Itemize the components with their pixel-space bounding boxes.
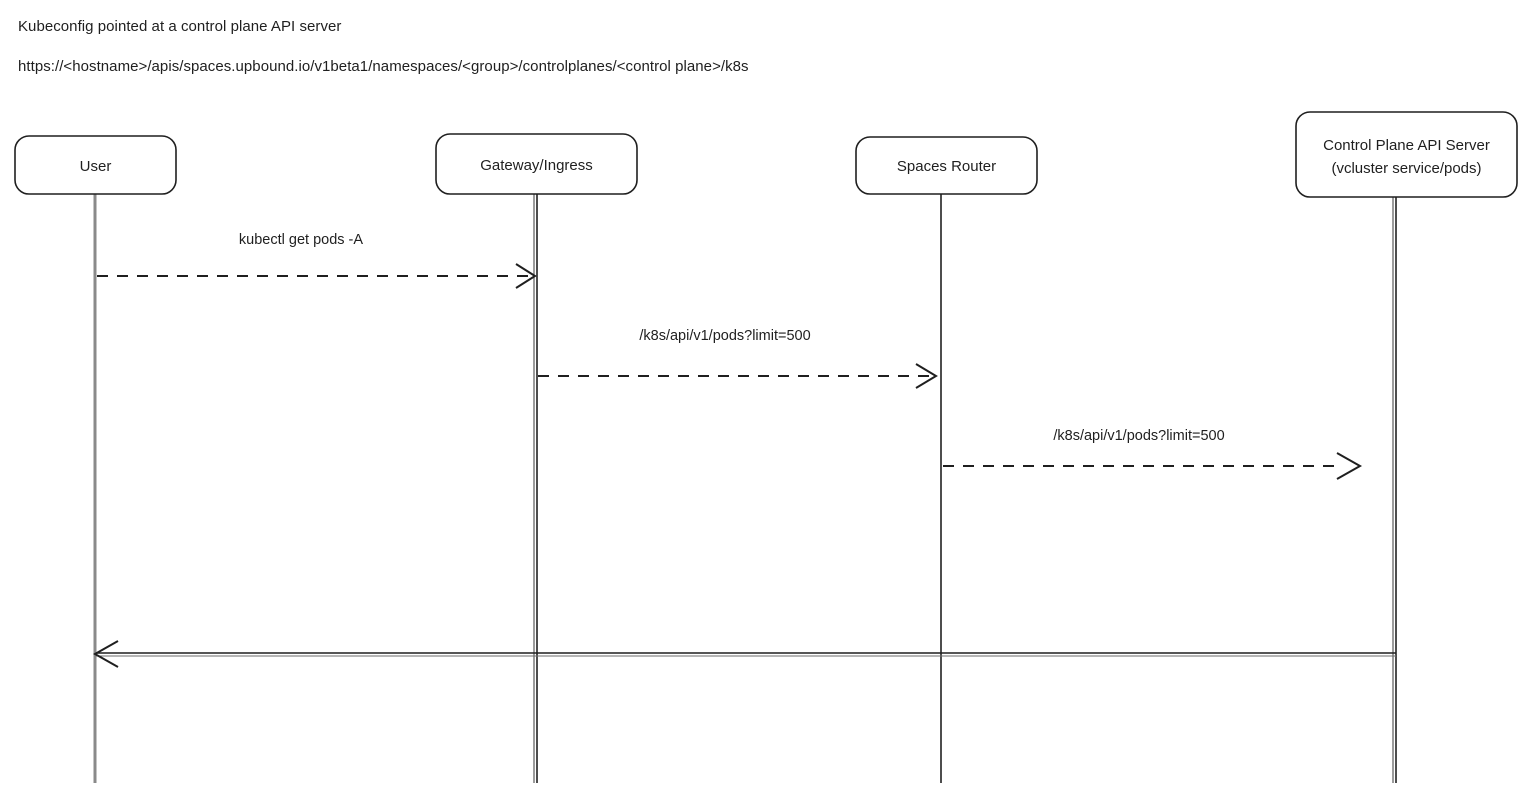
message-label-gateway-to-router: /k8s/api/v1/pods?limit=500: [639, 328, 810, 344]
page-title: Kubeconfig pointed at a control plane AP…: [18, 18, 342, 35]
participant-label-user: User: [80, 158, 112, 175]
participant-gateway[interactable]: Gateway/Ingress: [435, 133, 638, 195]
participant-spaces-router[interactable]: Spaces Router: [855, 136, 1038, 195]
message-label-kubectl-get-pods: kubectl get pods -A: [239, 232, 363, 248]
arrowhead-right-icon: [1336, 452, 1363, 480]
message-label-router-to-controlplane: /k8s/api/v1/pods?limit=500: [1053, 428, 1224, 444]
arrowhead-left-icon: [92, 640, 119, 668]
participant-user[interactable]: User: [14, 135, 177, 195]
participant-label-control-plane-line1: Control Plane API Server: [1323, 137, 1490, 154]
message-router-to-controlplane: /k8s/api/v1/pods?limit=500: [943, 428, 1363, 480]
participant-box-user[interactable]: [14, 135, 177, 195]
arrowhead-right-icon: [515, 263, 537, 289]
message-kubectl-get-pods: kubectl get pods -A: [97, 232, 537, 289]
participant-box-gateway[interactable]: [435, 133, 638, 195]
participant-label-spaces-router: Spaces Router: [897, 158, 996, 175]
arrowhead-right-icon: [915, 363, 938, 389]
api-server-url: https://<hostname>/apis/spaces.upbound.i…: [18, 58, 749, 75]
participant-control-plane[interactable]: Control Plane API Server (vcluster servi…: [1295, 111, 1518, 198]
participant-label-gateway: Gateway/Ingress: [480, 157, 593, 174]
message-response-to-user: [92, 640, 1396, 668]
message-gateway-to-router: /k8s/api/v1/pods?limit=500: [538, 328, 938, 389]
lifelines-group: [93, 194, 1397, 783]
participant-label-control-plane-line2: (vcluster service/pods): [1331, 160, 1481, 177]
participant-box-spaces-router[interactable]: [855, 136, 1038, 195]
participant-box-control-plane[interactable]: [1295, 111, 1518, 198]
